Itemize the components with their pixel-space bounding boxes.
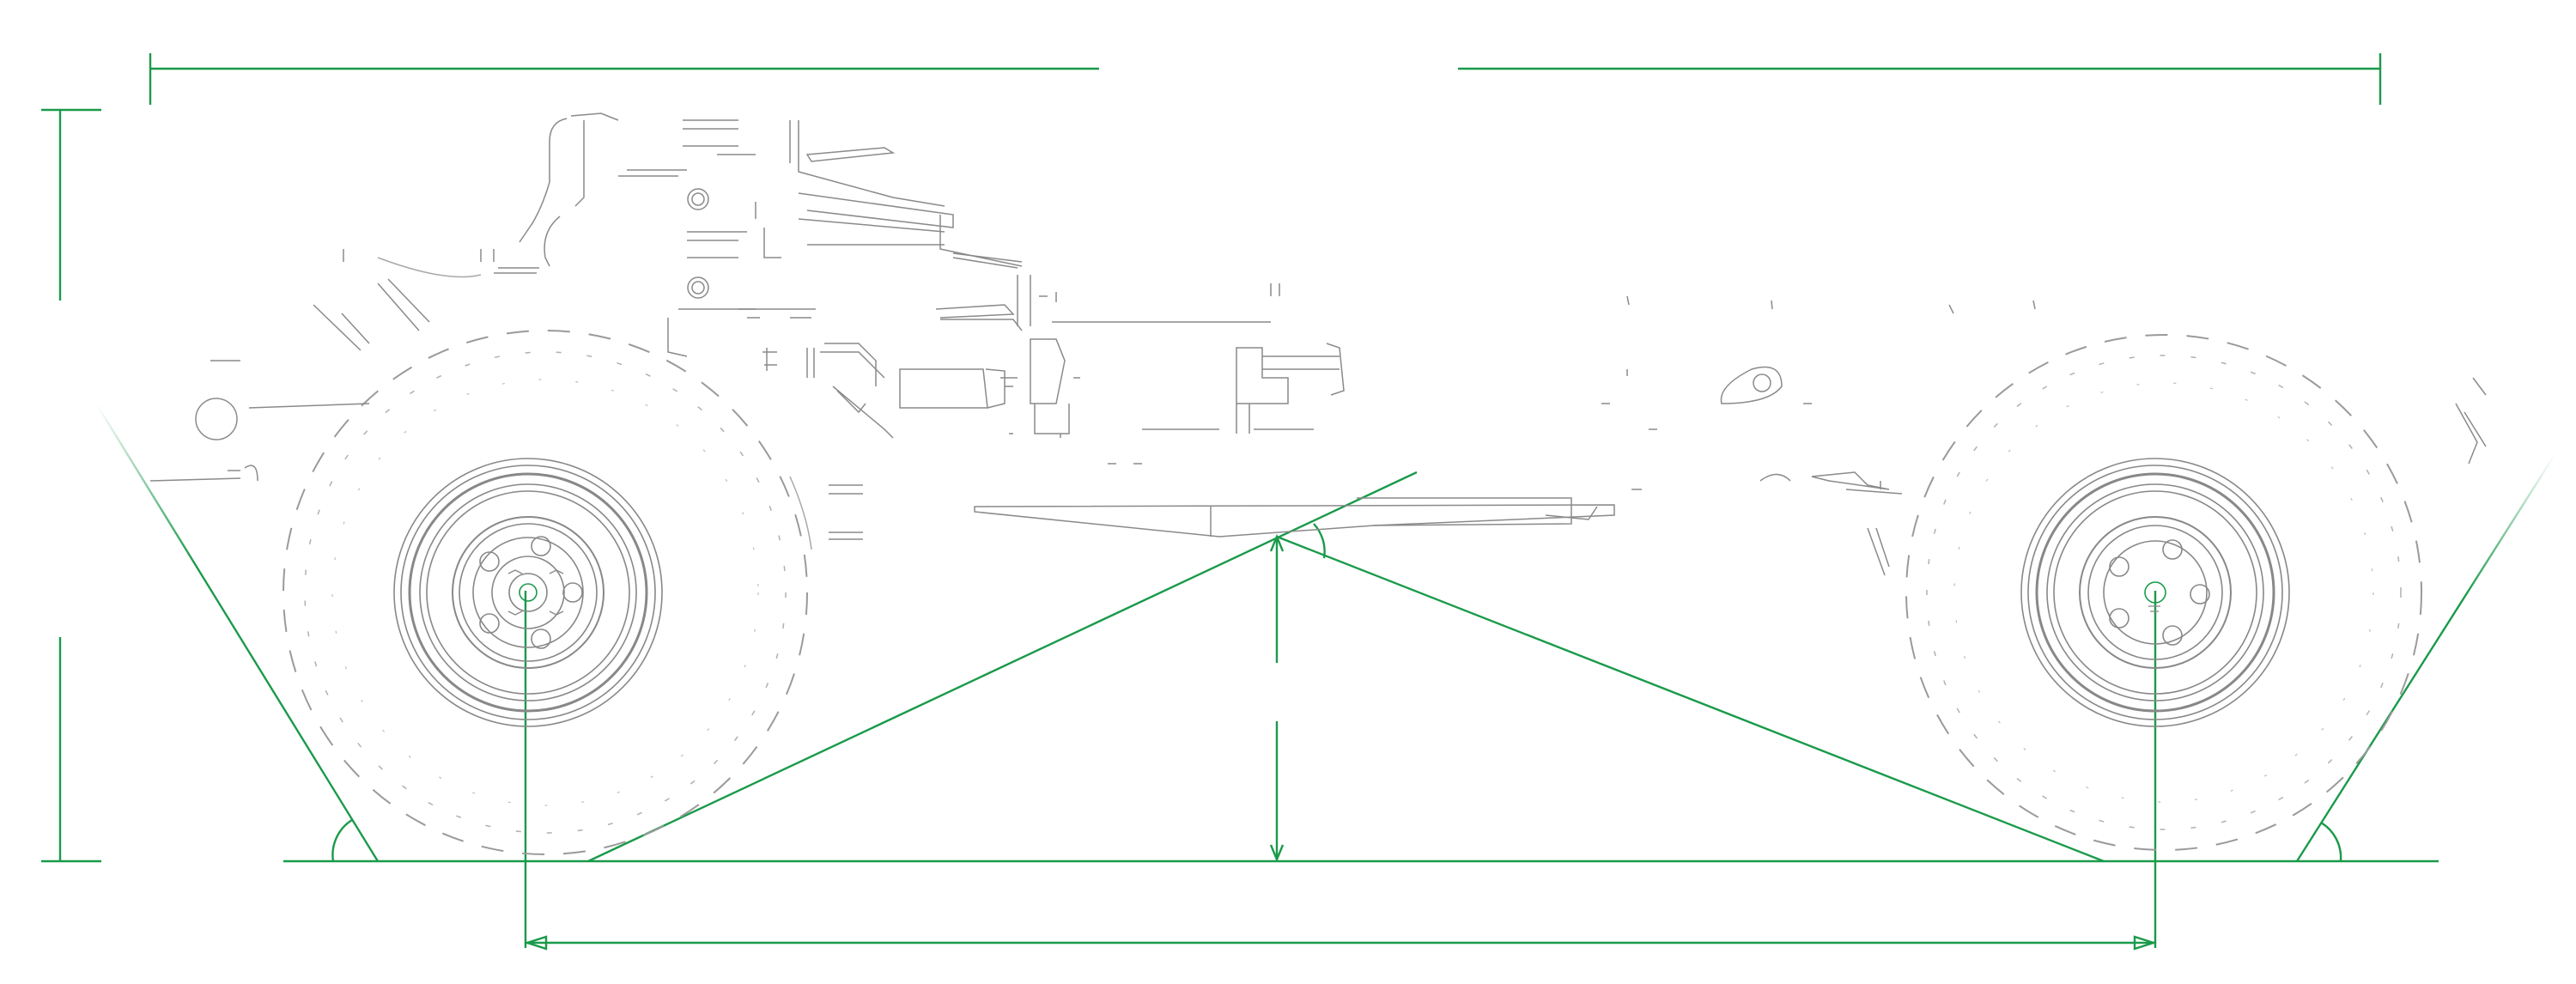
ground-clearance-dimension <box>1269 533 1285 863</box>
vehicle-outline <box>149 112 2487 576</box>
breakover-angle-dimension <box>587 471 2105 863</box>
approach-angle-dimension <box>94 403 380 862</box>
overall-height-dimension <box>41 108 101 863</box>
wheelbase-dimension <box>524 591 2157 951</box>
front-wheel <box>283 330 808 855</box>
overall-length-dimension <box>149 53 2382 105</box>
departure-angle-dimension <box>2295 454 2556 862</box>
rear-wheel <box>1905 334 2422 851</box>
